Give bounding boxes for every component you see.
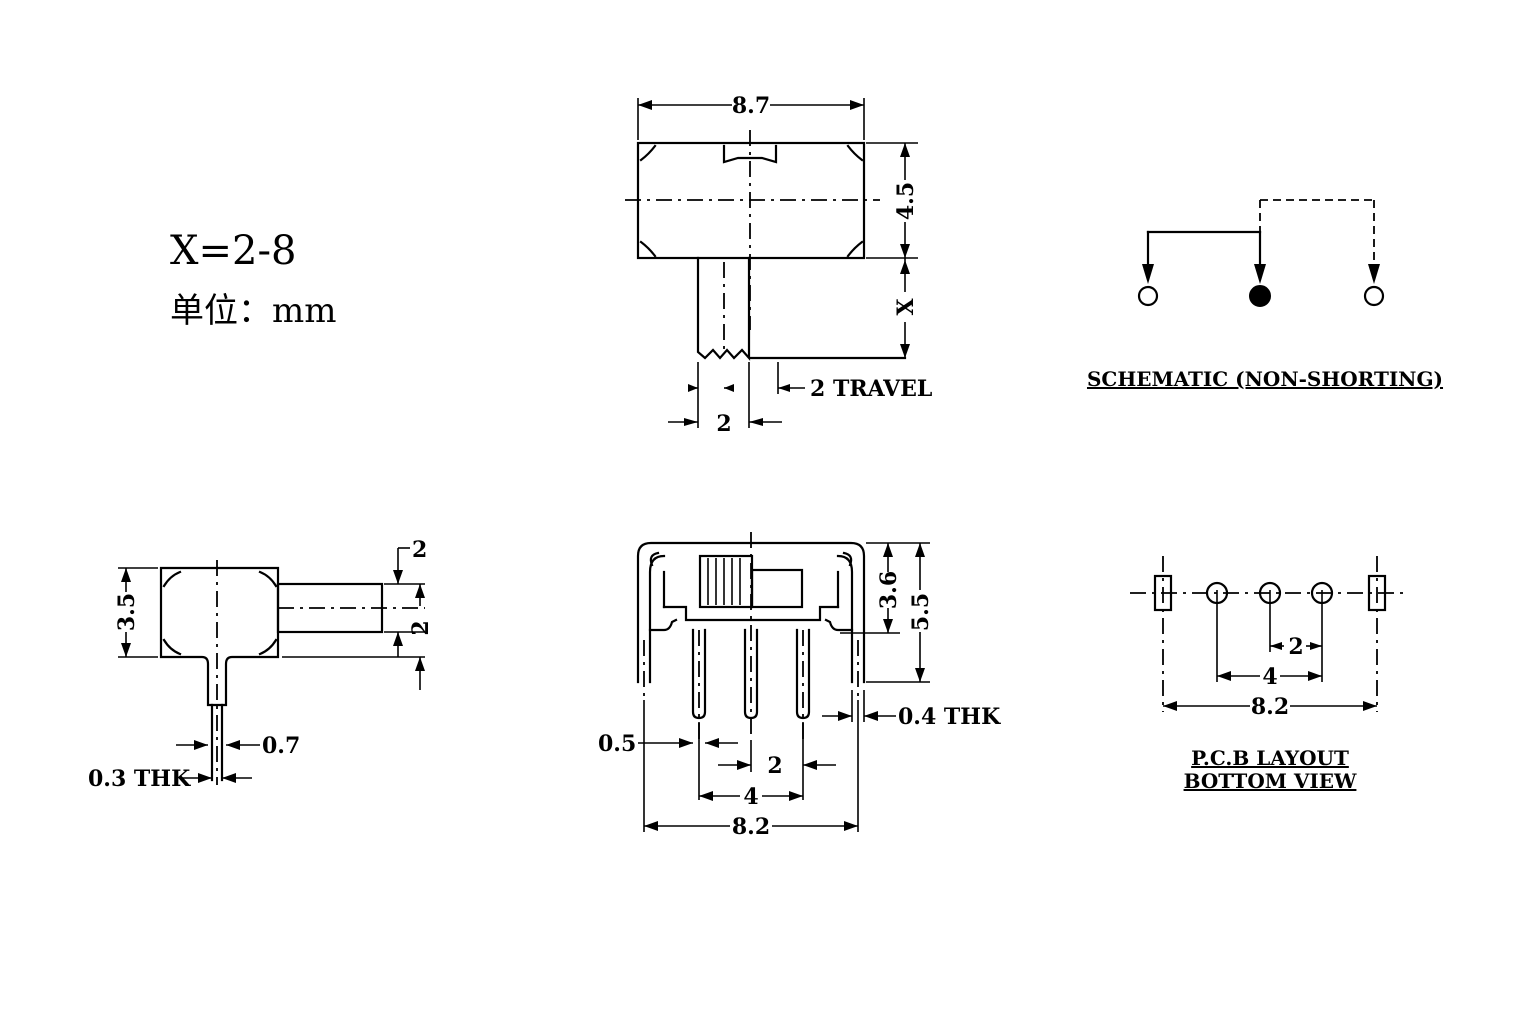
pcb-caption-line2: BOTTOM VIEW: [1184, 769, 1357, 793]
front-pin-width-dim: 0.5: [598, 731, 636, 757]
side-top-offset-dim: 2: [412, 537, 427, 563]
x-range-label: X=2-8: [170, 228, 296, 274]
pcb-pin-span-dim: 4: [1262, 664, 1277, 690]
pcb-width-dim: 8.2: [1251, 694, 1289, 720]
front-view: 3.6 5.5 0.4 THK 0.5 2 4: [598, 532, 1001, 840]
schematic: SCHEMATIC (NON-SHORTING): [1087, 199, 1443, 391]
top-x-dim: X: [893, 298, 919, 316]
side-thickness-dim: 0.3 THK: [88, 766, 191, 792]
top-height-dim: 4.5: [893, 182, 919, 220]
front-width-dim: 8.2: [732, 814, 770, 840]
front-tab-thickness-dim: 0.4 THK: [898, 704, 1001, 730]
schematic-caption: SCHEMATIC (NON-SHORTING): [1087, 367, 1443, 391]
front-body-height-dim: 3.6: [876, 571, 902, 609]
pcb-pitch-dim: 2: [1288, 634, 1303, 660]
terminal-left: [1137, 285, 1159, 307]
front-total-height-dim: 5.5: [908, 593, 934, 631]
top-width-dim: 8.7: [732, 93, 770, 119]
front-pin-span-dim: 4: [743, 784, 758, 810]
top-travel-dim: 2 TRAVEL: [810, 376, 932, 402]
side-pin-dim: 0.7: [262, 733, 300, 759]
unit-label: 单位：mm: [170, 291, 336, 331]
front-pitch-dim: 2: [767, 753, 782, 779]
pcb-caption-line1: P.C.B LAYOUT: [1191, 746, 1349, 770]
terminal-right: [1363, 285, 1385, 307]
top-actuator-dim: 2: [716, 411, 731, 437]
side-view: 3.5 2 2 0.7 0.3 THK: [88, 537, 434, 792]
pcb-layout: 2 4 8.2 P.C.B LAYOUT BOTTOM VIEW: [1130, 556, 1408, 793]
side-height-dim: 3.5: [114, 593, 140, 631]
terminal-common: [1249, 285, 1271, 307]
side-actuator-dim: 2: [408, 620, 434, 635]
top-view: 8.7 4.5 X 2 2 TRAVEL: [625, 93, 932, 437]
